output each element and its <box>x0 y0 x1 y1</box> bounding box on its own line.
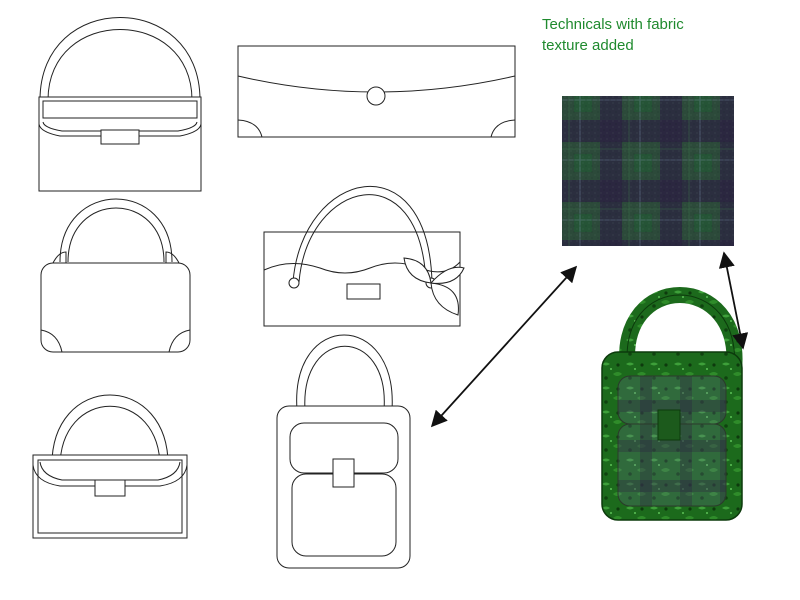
arrow-swatch-to-result <box>718 251 749 350</box>
textured-result-bag <box>601 287 743 521</box>
envelope-clutch <box>237 45 516 138</box>
caption-line-2: texture added <box>542 37 634 54</box>
caption: Technicals with fabric texture added <box>542 14 782 56</box>
scalloped-bag-with-flower <box>263 186 465 327</box>
arrow-swatch-to-sketch <box>430 265 578 428</box>
caption-line-1: Technicals with fabric <box>542 16 684 33</box>
flap-clutch-with-handle <box>38 17 202 192</box>
plaid-fabric-swatch <box>562 96 734 246</box>
rounded-satchel <box>40 198 191 353</box>
top-handle-tote <box>32 394 188 539</box>
double-pocket-bag <box>276 334 411 569</box>
